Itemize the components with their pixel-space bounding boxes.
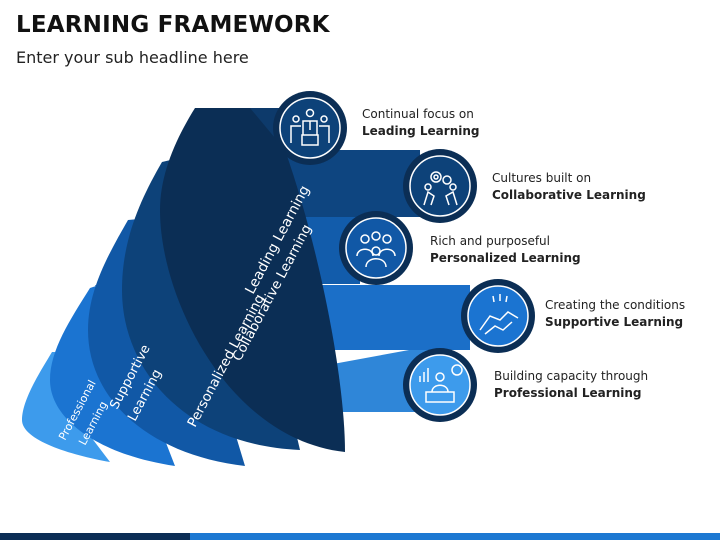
item-title-supportive: Supportive Learning [545, 315, 684, 329]
item-text-leading: Continual focus on Leading Learning [362, 106, 480, 140]
item-desc-supportive: Creating the conditions [545, 298, 686, 312]
collaboration-gears-icon [423, 171, 458, 206]
item-text-supportive: Creating the conditions Supportive Learn… [545, 297, 685, 331]
circle-collaborative [403, 149, 477, 223]
item-desc-collaborative: Cultures built on [492, 171, 592, 185]
page-subtitle: Enter your sub headline here [16, 48, 249, 67]
footer-bar-dark [0, 533, 190, 540]
item-title-leading: Leading Learning [362, 124, 480, 138]
desk-worker-icon [419, 364, 463, 403]
page-title: LEARNING FRAMEWORK [16, 12, 330, 38]
item-desc-personalized: Rich and purposeful [430, 234, 550, 248]
item-title-personalized: Personalized Learning [430, 251, 581, 265]
layer-ribbon-leading [160, 108, 345, 452]
circle-supportive [461, 279, 535, 353]
item-title-collaborative: Collaborative Learning [492, 188, 646, 202]
layer-leading [160, 108, 345, 452]
group-people-icon [356, 231, 396, 268]
footer-bar-light [190, 533, 720, 540]
handshake-icon [479, 294, 519, 335]
circle-leading [273, 91, 347, 165]
item-text-collaborative: Cultures built on Collaborative Learning [492, 170, 646, 204]
item-text-professional: Building capacity through Professional L… [494, 368, 648, 402]
item-desc-leading: Continual focus on [362, 107, 474, 121]
circle-personalized [339, 211, 413, 285]
circle-professional [403, 348, 477, 422]
item-text-personalized: Rich and purposeful Personalized Learnin… [430, 233, 581, 267]
item-desc-professional: Building capacity through [494, 369, 649, 383]
item-title-professional: Professional Learning [494, 386, 642, 400]
leadership-team-icon [290, 108, 330, 146]
